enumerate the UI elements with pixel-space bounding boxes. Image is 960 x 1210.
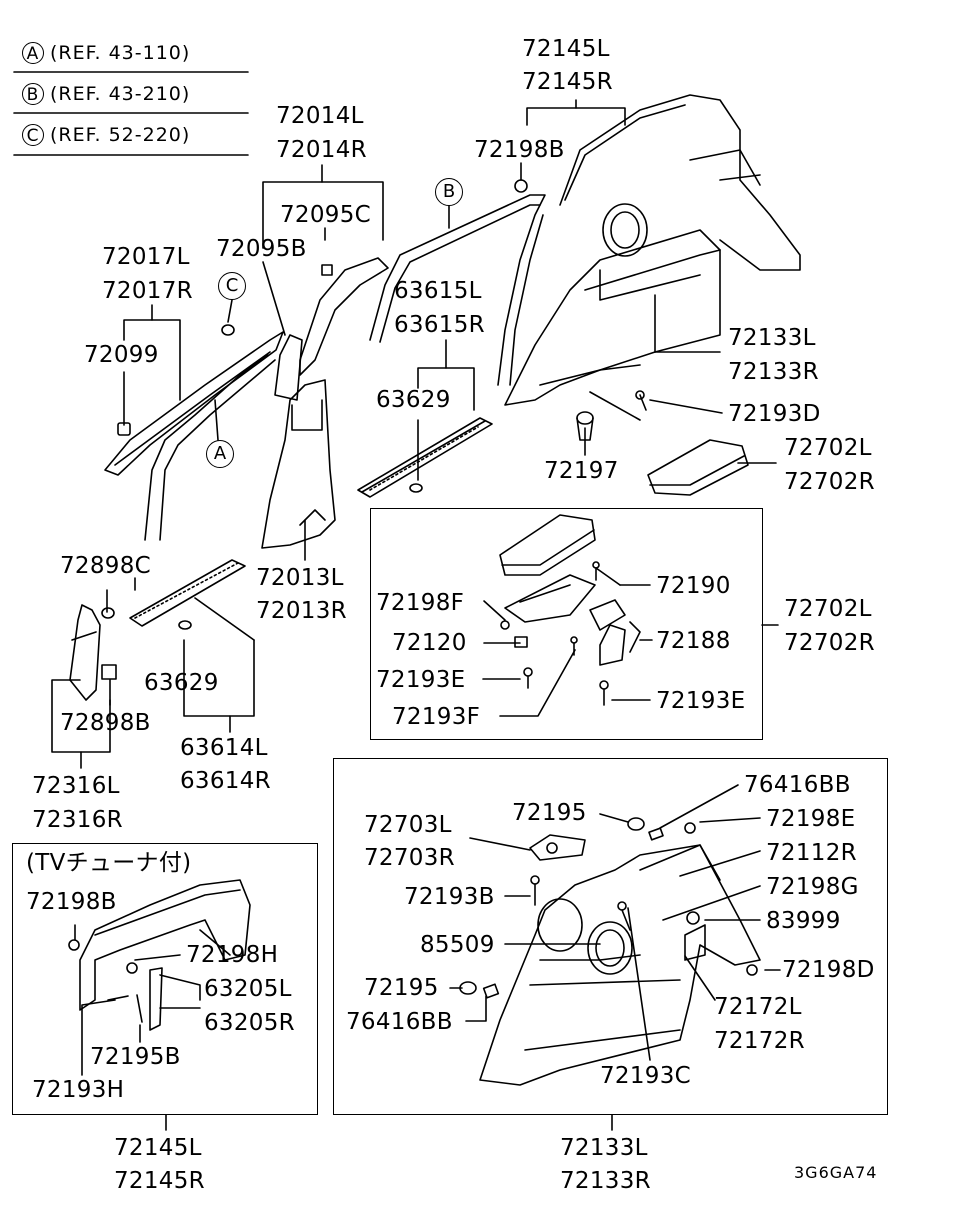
- part-label: 72193D: [728, 401, 821, 427]
- reference-letter: C: [22, 124, 44, 146]
- reference-a: A (REF. 43-110): [22, 42, 190, 64]
- part-label: 72133R: [728, 359, 819, 385]
- part-label: 72198F: [376, 590, 465, 616]
- center-pillar: [261, 379, 336, 549]
- reference-b: B (REF. 43-210): [22, 83, 190, 105]
- part-label: 63205R: [204, 1010, 295, 1036]
- callout-a: A: [206, 440, 234, 468]
- part-label: 72193E: [376, 667, 466, 693]
- part-label: 63614R: [180, 768, 271, 794]
- callout-c: C: [218, 272, 246, 300]
- rear-quarter-bottom: [479, 834, 761, 1086]
- part-label: 72702L: [784, 435, 872, 461]
- part-label: 72133L: [560, 1135, 648, 1161]
- tv-box-parts: [68, 879, 251, 1031]
- rear-quarter-upper: [559, 94, 801, 271]
- part-label: 72017L: [102, 244, 190, 270]
- part-label: 72145L: [114, 1135, 202, 1161]
- detail-box-tv-tuner: [12, 843, 318, 1115]
- part-label: 72014L: [276, 103, 364, 129]
- part-label: 72112R: [766, 840, 857, 866]
- part-label: 72193B: [404, 884, 495, 910]
- part-label: 72198B: [26, 889, 117, 915]
- part-label: 63629: [144, 670, 219, 696]
- door-opening-weatherstrip: [369, 194, 546, 386]
- rear-quarter-lower: [504, 229, 721, 406]
- part-label: 72197: [544, 458, 619, 484]
- part-label: 72013R: [256, 598, 347, 624]
- part-label: 72702R: [784, 469, 875, 495]
- part-label: 72095B: [216, 236, 307, 262]
- part-label: 72198E: [766, 806, 856, 832]
- part-label: 72172R: [714, 1028, 805, 1054]
- diagram-code: 3G6GA74: [794, 1163, 878, 1182]
- part-label: 72193C: [600, 1063, 692, 1089]
- part-label: 72898B: [60, 710, 151, 736]
- part-label: 63614L: [180, 735, 268, 761]
- part-label: 72702R: [784, 630, 875, 656]
- part-label: 76416BB: [744, 772, 851, 798]
- fasteners-top: [514, 179, 647, 441]
- part-label: 72193H: [32, 1077, 125, 1103]
- leader-lines: [51, 99, 781, 1131]
- part-label: 63205L: [204, 976, 292, 1002]
- part-label: 63629: [376, 387, 451, 413]
- lower-pillar-trim: [69, 604, 117, 701]
- part-label: 72898C: [60, 553, 152, 579]
- tv-tuner-title: (TVチューナ付): [26, 850, 192, 876]
- part-label: 85509: [420, 932, 495, 958]
- reference-dividers: [13, 71, 249, 156]
- part-label: 72172L: [714, 994, 802, 1020]
- reference-text: (REF. 43-110): [50, 42, 191, 64]
- part-label: 72195: [364, 975, 439, 1001]
- part-label: 72014R: [276, 137, 367, 163]
- part-label: 72316L: [32, 773, 120, 799]
- part-label: 72188: [656, 628, 731, 654]
- part-label: 72099: [84, 342, 159, 368]
- pillar-trim-b: [274, 257, 389, 401]
- part-label: 72195B: [90, 1044, 181, 1070]
- part-label: 72198D: [782, 957, 875, 983]
- pillar-trim-a: [104, 324, 284, 541]
- part-label: 72198B: [474, 137, 565, 163]
- reference-c: C (REF. 52-220): [22, 124, 190, 146]
- callout-b: B: [435, 178, 463, 206]
- part-label: 83999: [766, 908, 841, 934]
- scuff-plate-lower: [129, 559, 246, 630]
- part-label: 72013L: [256, 565, 344, 591]
- part-label: 72198G: [766, 874, 859, 900]
- part-label: 72193F: [392, 704, 481, 730]
- part-label: 72702L: [784, 596, 872, 622]
- part-label: 63615R: [394, 312, 485, 338]
- part-label: 72198H: [186, 942, 279, 968]
- reference-letter: B: [22, 83, 44, 105]
- reference-text: (REF. 43-210): [50, 83, 191, 105]
- part-label: 72120: [392, 630, 467, 656]
- part-label: 72195: [512, 800, 587, 826]
- part-label: 72703R: [364, 845, 455, 871]
- part-label: 72133L: [728, 325, 816, 351]
- scuff-plate-upper: [357, 417, 493, 498]
- part-label: 72133R: [560, 1168, 651, 1194]
- part-label: 72703L: [364, 812, 452, 838]
- part-label: 72145R: [522, 69, 613, 95]
- part-label: 63615L: [394, 278, 482, 304]
- part-label: 72316R: [32, 807, 123, 833]
- part-label: 72017R: [102, 278, 193, 304]
- part-label: 72145L: [522, 36, 610, 62]
- reference-letter: A: [22, 42, 44, 64]
- reference-text: (REF. 52-220): [50, 124, 191, 146]
- part-label: 76416BB: [346, 1009, 453, 1035]
- detail-box-console: [370, 508, 763, 740]
- detail-box-rear-quarter: [333, 758, 888, 1115]
- part-label: 72190: [656, 573, 731, 599]
- part-label: 72145R: [114, 1168, 205, 1194]
- box-mid-parts: [499, 514, 626, 706]
- fasteners-bottom: [459, 817, 758, 999]
- part-label: 72095C: [280, 202, 372, 228]
- part-label: 72193E: [656, 688, 746, 714]
- side-pocket-cover-top: [647, 439, 749, 496]
